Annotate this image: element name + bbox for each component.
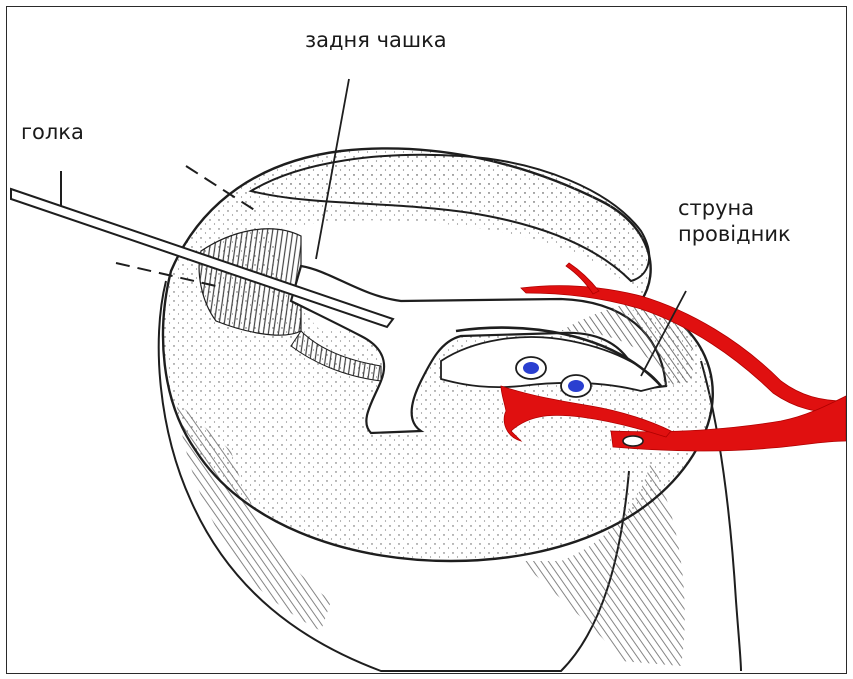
vein-left (523, 362, 539, 374)
spinal-cord-illustration (7, 7, 846, 673)
needle-label: голка (21, 119, 84, 145)
posterior-cup-label: задня чашка (305, 27, 447, 53)
lateral-notch (623, 436, 643, 446)
vein-right (568, 380, 584, 392)
chorda-label-line1: струна (678, 195, 791, 221)
chorda-label: струна провідник (678, 195, 791, 248)
chorda-label-line2: провідник (678, 221, 791, 247)
figure-frame: голка задня чашка струна провідник (6, 6, 847, 674)
